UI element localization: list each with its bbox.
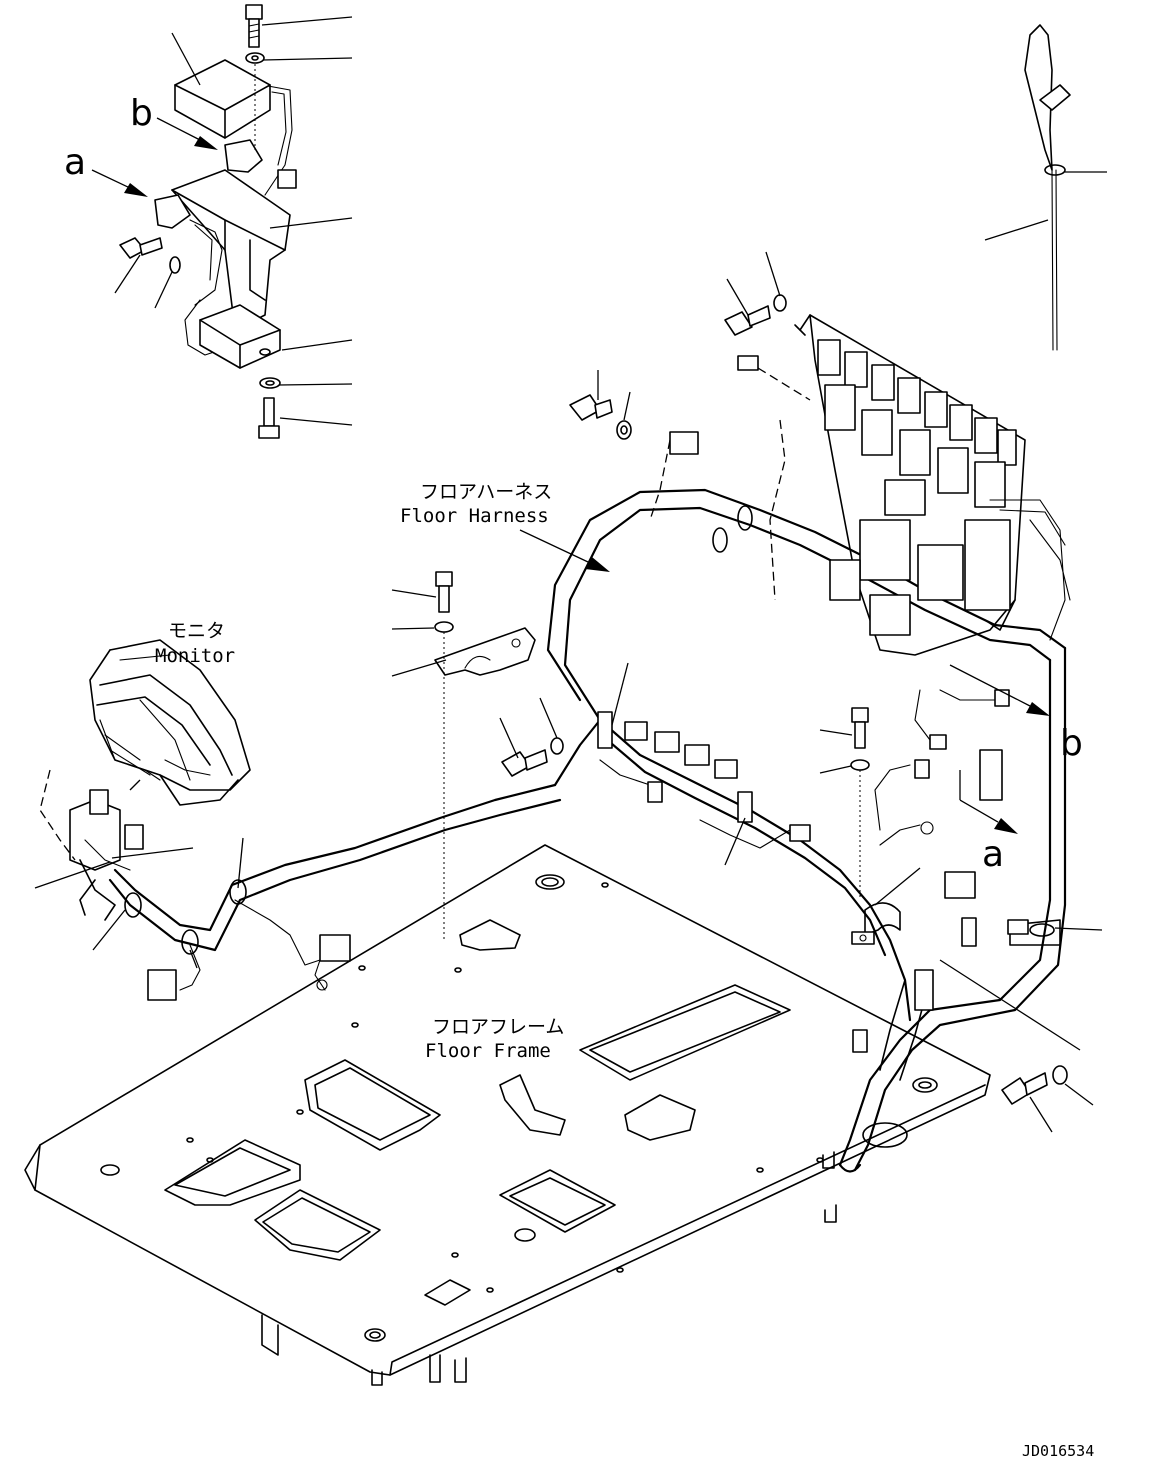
bolt-middle bbox=[435, 571, 453, 613]
upper-left-assembly bbox=[119, 4, 297, 439]
bolt-left bbox=[119, 237, 163, 259]
label-floor-harness-jp: フロアハーネス bbox=[420, 481, 552, 503]
label-floor-frame-jp: フロアフレーム bbox=[432, 1016, 564, 1038]
bolt-bottom bbox=[258, 397, 280, 439]
label-ref-a-left: a bbox=[64, 142, 86, 183]
bolt-top bbox=[245, 4, 263, 48]
bolt-lower-right bbox=[1001, 1072, 1048, 1105]
floor-frame bbox=[24, 844, 991, 1386]
drawing-number: JD016534 bbox=[1022, 1442, 1094, 1460]
harness-clamp-lower-right bbox=[1007, 919, 1061, 946]
controller-box bbox=[649, 314, 1071, 656]
bracket-plate-middle bbox=[434, 627, 536, 676]
harness-clamp-right bbox=[851, 902, 901, 945]
bolt-harness-left bbox=[501, 749, 548, 777]
label-monitor-jp: モニタ bbox=[168, 620, 225, 642]
monitor bbox=[39, 639, 351, 1001]
label-ref-a-right: a bbox=[982, 834, 1004, 875]
label-floor-frame-en: Floor Frame bbox=[425, 1040, 551, 1062]
label-ref-b-right: b bbox=[1060, 723, 1083, 764]
label-monitor-en: Monitor bbox=[155, 645, 235, 667]
bolt-harness-right bbox=[851, 707, 869, 749]
ref-arrows bbox=[91, 117, 1050, 834]
antenna-wire bbox=[1024, 24, 1071, 351]
bolt-controller bbox=[724, 305, 771, 336]
leader-lines bbox=[34, 16, 1107, 1133]
bolt-upper-middle bbox=[569, 394, 613, 421]
connector-group-middle bbox=[597, 689, 1010, 1053]
label-floor-harness-en: Floor Harness bbox=[400, 505, 549, 527]
label-ref-b-left: b bbox=[130, 93, 153, 134]
